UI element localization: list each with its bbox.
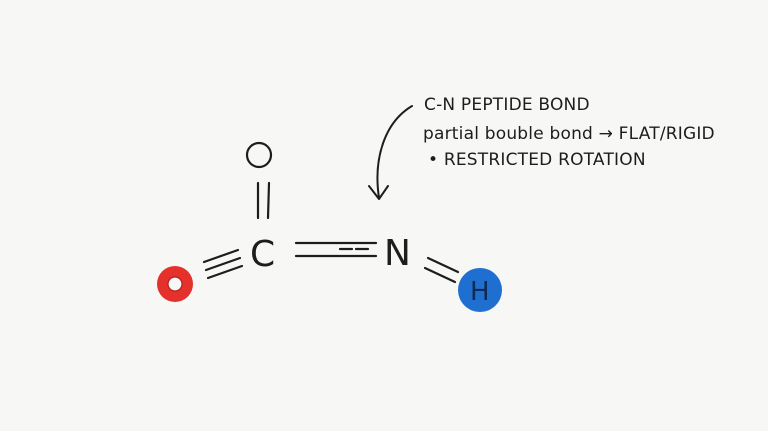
- nitrogen-hydrogen-bond: [423, 256, 460, 284]
- red-oxygen-atom: [157, 266, 193, 302]
- nitrogen-atom: N: [384, 233, 411, 274]
- top-oxygen-atom: [245, 141, 273, 169]
- hydrogen-atom: H: [458, 268, 502, 312]
- annotation-line-3: • RESTRICTED ROTATION: [428, 150, 646, 170]
- c-n-peptide-bond: [294, 241, 378, 258]
- annotation-line-2: partial bouble bond → FLAT/RIGID: [423, 124, 715, 144]
- carbon-oxygen-double-bond: [256, 181, 271, 220]
- annotation-text: C-N PEPTIDE BOND partial bouble bond → F…: [423, 95, 715, 170]
- red-atom-carbon-bond: [202, 248, 244, 280]
- annotation-line-1: C-N PEPTIDE BOND: [424, 95, 590, 115]
- carbon-atom: C: [250, 234, 275, 275]
- top-oxygen-label: O: [0, 0, 1, 1]
- annotation-arrow: [368, 105, 413, 200]
- hydrogen-label: H: [470, 277, 490, 307]
